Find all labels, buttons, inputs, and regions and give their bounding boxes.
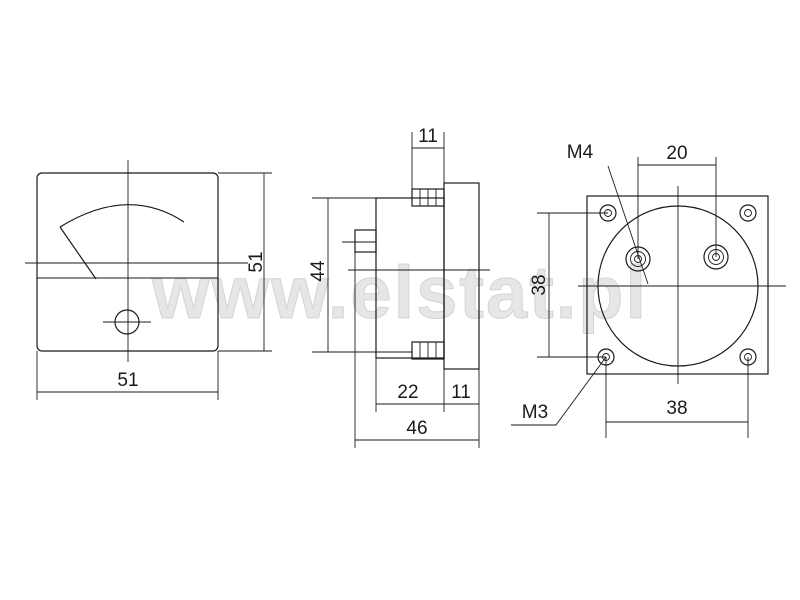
terminal-width-label: 11: [418, 126, 438, 147]
mount-thread-label: M3: [522, 402, 548, 423]
total-depth-label: 46: [406, 418, 427, 439]
rear-view: 20 M4 38 38 M3: [511, 142, 786, 438]
rear-panel-outline: [586, 195, 769, 375]
mount-hole-icon: [739, 204, 757, 222]
terminal-thread-label: M4: [567, 142, 594, 163]
mount-hole-inner: [744, 209, 752, 217]
side-height-label: 44: [308, 260, 329, 282]
front-view: 51 51: [25, 160, 272, 400]
side-view: 11 44 22 11 46: [308, 126, 490, 448]
hole-spacing-vertical-label: 38: [529, 274, 550, 295]
scale-arc: [59, 204, 185, 228]
front-panel-outline: [36, 172, 219, 352]
terminal-spacing-label: 20: [666, 143, 687, 164]
rear-depth-label: 11: [451, 382, 471, 403]
m3-leader-line: [511, 356, 607, 426]
watermark-text: www.elstat.pl: [151, 251, 648, 334]
front-width-label: 51: [117, 370, 138, 391]
front-flange: [443, 182, 480, 370]
rear-stud-icon: [354, 229, 377, 253]
m4-leader-line: [607, 165, 649, 285]
needle-line: [59, 226, 97, 280]
hole-spacing-horizontal-label: 38: [666, 398, 687, 419]
front-height-label: 51: [246, 251, 267, 272]
body-depth-label: 22: [397, 382, 418, 403]
